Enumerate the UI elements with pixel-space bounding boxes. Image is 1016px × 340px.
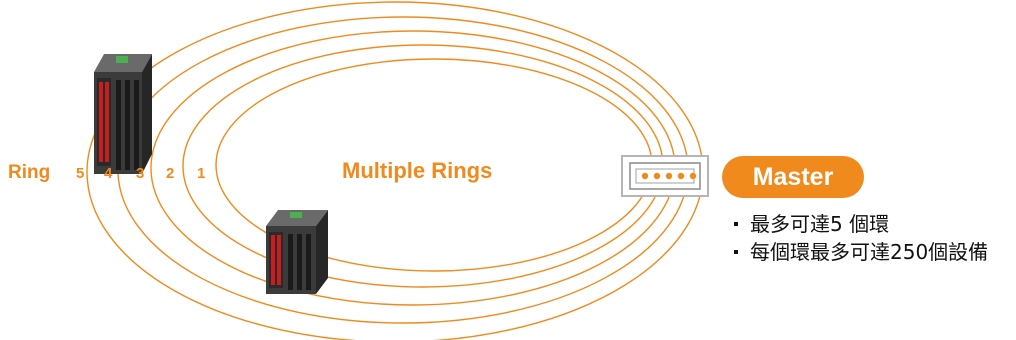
diagram-title: Multiple Rings <box>342 158 493 183</box>
ring-number-1: 1 <box>197 165 206 182</box>
ring-number-2: 2 <box>166 165 175 182</box>
ring-number-5: 5 <box>76 165 85 182</box>
note-item: 每個環最多可達250個設備 <box>730 238 1015 266</box>
industrial-switch-icon <box>266 210 328 294</box>
industrial-switch-icon <box>94 54 152 174</box>
note-item: 最多可達5 個環 <box>730 210 1015 238</box>
ring-number-3: 3 <box>136 165 145 182</box>
master-switch-icon <box>621 155 709 197</box>
notes-list: 最多可達5 個環 每個環最多可達250個設備 <box>730 210 1015 266</box>
ring-label: Ring <box>8 162 51 183</box>
master-badge: Master <box>722 156 864 198</box>
ring-number-4: 4 <box>104 165 113 182</box>
